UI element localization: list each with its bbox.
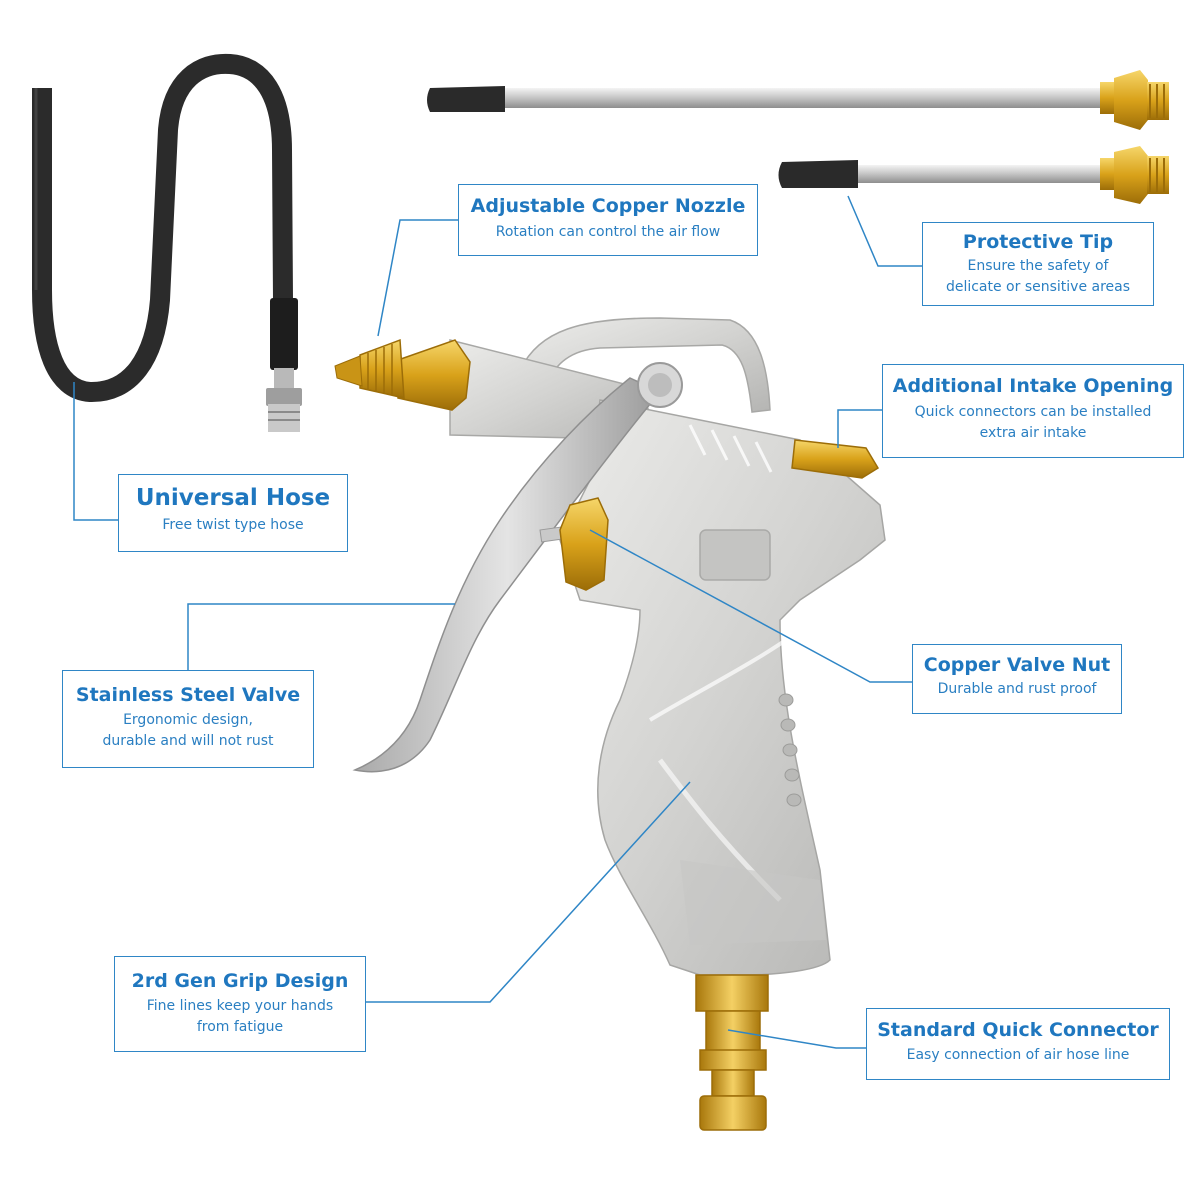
callout-description-line-1: Quick connectors can be installed — [914, 404, 1152, 420]
callout-title: Universal Hose — [135, 485, 331, 511]
short-extension-rod — [778, 146, 1169, 204]
callout-additional-intake-opening: Additional Intake Opening Quick connecto… — [882, 364, 1184, 458]
callout-stainless-steel-valve: Stainless Steel Valve Ergonomic design, … — [62, 670, 314, 768]
callout-copper-valve-nut: Copper Valve Nut Durable and rust proof — [912, 644, 1122, 714]
callout-description-line-2: from fatigue — [196, 1019, 284, 1035]
callout-description-line-2: extra air intake — [979, 425, 1087, 441]
callout-title: Standard Quick Connector — [877, 1019, 1159, 1041]
callout-adjustable-copper-nozzle: Adjustable Copper Nozzle Rotation can co… — [458, 184, 758, 256]
leader-lines — [73, 195, 922, 1049]
callout-title: Stainless Steel Valve — [75, 684, 301, 706]
callout-description: Durable and rust proof — [937, 681, 1097, 697]
callout-standard-quick-connector: Standard Quick Connector Easy connection… — [866, 1008, 1170, 1080]
callout-description-line-1: Fine lines keep your hands — [146, 998, 334, 1014]
callout-title: Additional Intake Opening — [892, 375, 1174, 397]
callout-description-line-1: Ergonomic design, — [123, 712, 253, 728]
callout-title: Copper Valve Nut — [923, 654, 1111, 676]
callout-description-line-2: delicate or sensitive areas — [945, 279, 1131, 295]
callout-description-line-1: Ensure the safety of — [967, 258, 1109, 274]
air-blow-gun — [334, 317, 886, 1131]
universal-hose — [32, 53, 302, 432]
callout-description: Rotation can control the air flow — [495, 224, 721, 240]
callout-title: Protective Tip — [962, 231, 1114, 253]
long-extension-rod — [427, 70, 1169, 130]
callout-title: Adjustable Copper Nozzle — [470, 195, 746, 217]
callout-description: Free twist type hose — [162, 517, 304, 533]
callout-grip-design: 2rd Gen Grip Design Fine lines keep your… — [114, 956, 366, 1052]
callout-title: 2rd Gen Grip Design — [131, 970, 349, 992]
callout-universal-hose: Universal Hose Free twist type hose — [118, 474, 348, 552]
callout-description-line-2: durable and will not rust — [102, 733, 274, 749]
callout-description: Easy connection of air hose line — [906, 1047, 1130, 1063]
callout-protective-tip: Protective Tip Ensure the safety of deli… — [922, 222, 1154, 306]
